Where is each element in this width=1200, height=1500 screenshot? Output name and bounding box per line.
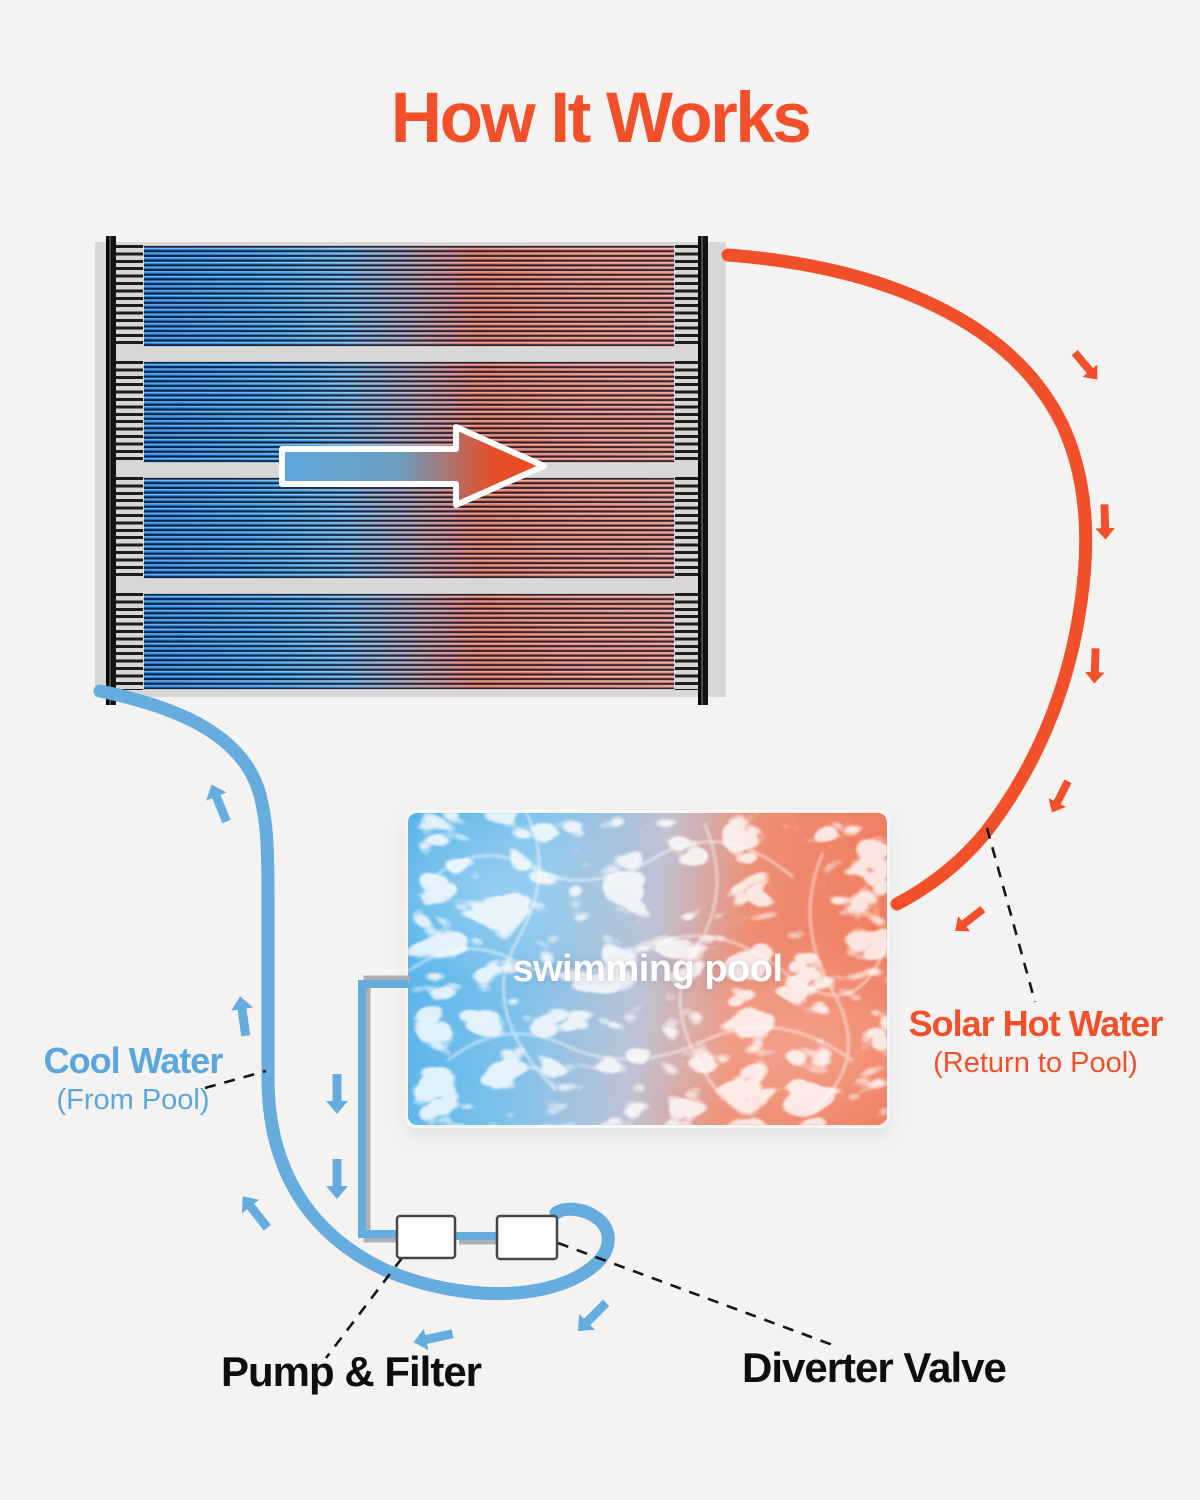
manifold-teeth-icon	[675, 361, 699, 463]
manifold-teeth-icon	[116, 245, 143, 347]
pool-suction-pipe	[358, 980, 408, 1238]
manifold-teeth-icon	[675, 477, 699, 579]
panel-backing-plate	[95, 242, 726, 697]
manifold-teeth-icon	[116, 361, 143, 463]
pump-filter-label: Pump & Filter	[221, 1348, 482, 1395]
cool-water-title: Cool Water	[43, 1040, 224, 1081]
connector-line-diverter-valve	[557, 1241, 839, 1349]
manifold-teeth-icon	[675, 245, 699, 347]
solar-hot-water-subtitle: (Return to Pool)	[933, 1047, 1138, 1080]
pool-suction-pipe-shadow	[363, 975, 410, 1243]
pool-label: swimming pool	[512, 947, 783, 990]
cool-water-subtitle: (From Pool)	[56, 1084, 210, 1117]
panel-left-manifold	[106, 236, 116, 705]
heat-flow-arrow-icon	[279, 424, 547, 508]
diverter-valve-box	[495, 1214, 559, 1261]
pump-filter-box	[395, 1214, 457, 1260]
diverter-valve-label: Diverter Valve	[742, 1344, 1007, 1391]
collector-tube-band	[143, 361, 675, 463]
connector-line-solar-hot-water	[985, 827, 1037, 1003]
manifold-teeth-icon	[116, 477, 143, 579]
connector-line-pump-filter	[324, 1257, 404, 1359]
hot-water-pipe	[721, 248, 1093, 911]
solar-hot-water-label: Solar Hot Water (Return to Pool)	[893, 1003, 1178, 1080]
solar-hot-water-title: Solar Hot Water	[908, 1003, 1164, 1044]
swimming-pool: swimming pool	[405, 810, 890, 1128]
collector-tube-band	[143, 593, 675, 690]
cool-water-label: Cool Water (From Pool)	[28, 1040, 238, 1117]
panel-right-manifold	[698, 236, 708, 705]
collector-tube-band	[143, 245, 675, 347]
hot-flow-arrow-icons	[949, 346, 1116, 939]
collector-tube-band	[143, 477, 675, 579]
manifold-teeth-icon	[675, 593, 699, 690]
manifold-teeth-icon	[116, 593, 143, 690]
page-title: How It Works	[390, 79, 812, 158]
